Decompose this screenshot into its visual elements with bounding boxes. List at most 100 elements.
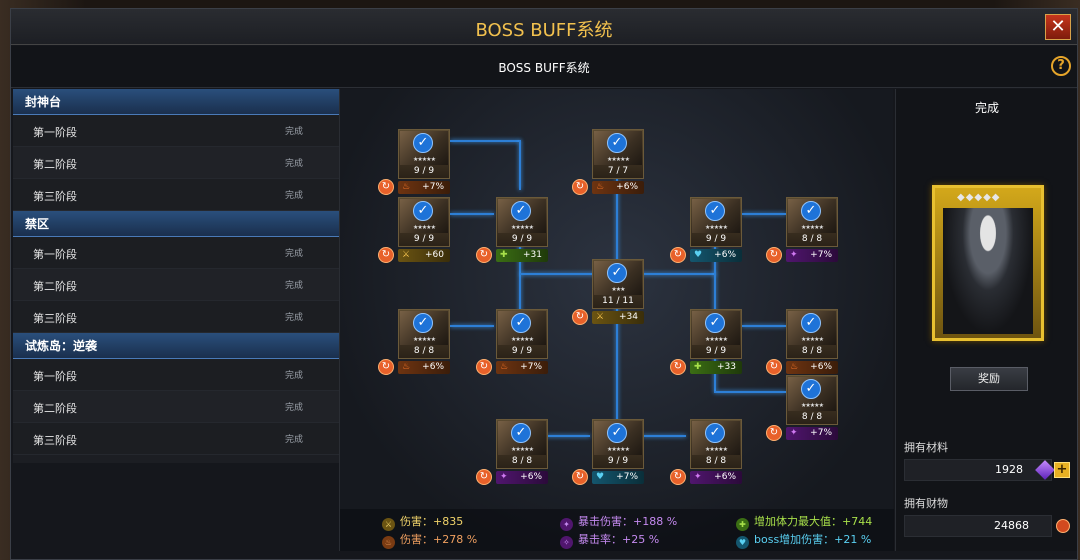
buff-bar: ♨+6% [786, 361, 838, 374]
checkmark-icon: ✓ [705, 201, 725, 221]
upgrade-icon[interactable]: ↻ [378, 247, 394, 263]
stage-item[interactable]: 第三阶段完成 [13, 179, 339, 211]
window-titlebar: BOSS BUFF系统 ✕ [11, 9, 1077, 45]
star-rating: ★★★★★ [413, 156, 436, 163]
stage-item[interactable]: 第一阶段完成 [13, 237, 339, 269]
buff-bar: ♨+7% [496, 361, 548, 374]
reward-panel: 完成 ◆◆◆◆◆ 奖励 拥有材料 1928 + 拥有财物 24868 [895, 89, 1077, 551]
window-title: BOSS BUFF系统 [475, 20, 613, 41]
buff-node[interactable]: ✓★★★★★8 / 8 [786, 197, 838, 247]
fire-icon: ♨ [500, 362, 509, 372]
buff-badge: ↻⚔+34 [572, 309, 644, 325]
boss-buff-window: BOSS BUFF系统 ✕ BOSS BUFF系统 ? 封神台 第一阶段完成 第… [10, 8, 1078, 560]
upgrade-icon[interactable]: ↻ [572, 179, 588, 195]
materials-value: 1928 [904, 459, 1052, 481]
blue-icon: ♥ [596, 472, 605, 482]
upgrade-icon[interactable]: ↻ [766, 425, 782, 441]
stage-item[interactable]: 第三阶段 完成 [13, 301, 339, 333]
buff-node[interactable]: ✓★★★★★9 / 9 [398, 129, 450, 179]
upgrade-icon[interactable]: ↻ [670, 359, 686, 375]
stage-item[interactable]: 第一阶段完成 [13, 115, 339, 147]
upgrade-icon[interactable]: ↻ [670, 247, 686, 263]
star-rating: ★★★★★ [607, 446, 630, 453]
buff-node[interactable]: ✓ ★★★★★ 8 / 8 [496, 419, 548, 469]
node-count: 8 / 8 [511, 456, 533, 466]
upgrade-icon[interactable]: ↻ [476, 469, 492, 485]
stage-status: 完成 [285, 313, 304, 323]
stage-label: 第三阶段 [33, 312, 77, 325]
checkmark-icon: ✓ [413, 313, 433, 333]
star-rating: ★★★★★ [607, 156, 630, 163]
checkmark-icon: ✓ [511, 423, 531, 443]
node-count: 8 / 8 [705, 456, 727, 466]
buff-node[interactable]: ✓★★★★★7 / 7 [592, 129, 644, 179]
stage-item[interactable]: 第二阶段完成 [13, 147, 339, 179]
buff-value: +7% [810, 428, 832, 438]
checkmark-icon: ✓ [413, 133, 433, 153]
fire-icon: ♨ [402, 182, 411, 192]
upgrade-icon[interactable]: ↻ [670, 469, 686, 485]
materials-label: 拥有材料 [904, 441, 948, 454]
upgrade-icon[interactable]: ↻ [476, 247, 492, 263]
upgrade-icon[interactable]: ↻ [378, 179, 394, 195]
buff-node[interactable]: ✓★★★★★9 / 9 [496, 309, 548, 359]
buff-value: +6% [810, 362, 832, 372]
category-header[interactable]: 禁区 [13, 211, 339, 237]
buff-node[interactable]: ✓★★★★★8 / 8 [690, 419, 742, 469]
stage-status: 完成 [285, 249, 304, 259]
buff-node[interactable]: ✓★★★11 / 11 [592, 259, 644, 309]
buff-node[interactable]: ✓★★★★★8 / 8 [786, 375, 838, 425]
upgrade-icon[interactable]: ↻ [378, 359, 394, 375]
buff-value: +6% [520, 472, 542, 482]
stage-status: 完成 [285, 371, 304, 381]
buff-tree: ✓★★★★★9 / 9↻♨+7%✓★★★★★7 / 7↻♨+6%✓★★★★★9 … [339, 89, 894, 551]
upgrade-icon[interactable]: ↻ [766, 247, 782, 263]
add-material-button[interactable]: + [1054, 462, 1070, 478]
buff-value: +7% [616, 472, 638, 482]
buff-badge: ↻♨+6% [572, 179, 644, 195]
star-rating: ★★★★★ [511, 224, 534, 231]
checkmark-icon: ✓ [607, 133, 627, 153]
buff-bar: ✦ +6% [496, 471, 548, 484]
upgrade-icon[interactable]: ↻ [766, 359, 782, 375]
upgrade-icon[interactable]: ↻ [476, 359, 492, 375]
category-header[interactable]: 封神台 [13, 89, 339, 115]
buff-node[interactable]: ✓★★★★★9 / 9 [592, 419, 644, 469]
buff-value: +6% [714, 250, 736, 260]
stage-label: 第二阶段 [33, 280, 77, 293]
reward-hero-card[interactable]: ◆◆◆◆◆ [932, 185, 1044, 341]
subheader: BOSS BUFF系统 ? [11, 46, 1077, 88]
buff-badge: ↻♥+6% [670, 247, 742, 263]
stage-item[interactable]: 第三阶段完成 [13, 423, 339, 455]
subheader-title: BOSS BUFF系统 [498, 61, 590, 75]
category-header[interactable]: 试炼岛：逆袭 [13, 333, 339, 359]
summary-text: 暴击率：+25 % [578, 533, 660, 546]
buff-node[interactable]: ✓★★★★★9 / 9 [690, 309, 742, 359]
checkmark-icon: ✓ [511, 201, 531, 221]
category-stages: 第一阶段完成 第二阶段完成 第三阶段完成 [13, 115, 339, 211]
stage-status: 完成 [285, 191, 304, 201]
help-icon[interactable]: ? [1051, 56, 1071, 76]
upgrade-icon[interactable]: ↻ [572, 309, 588, 325]
buff-node[interactable]: ✓★★★★★8 / 8 [398, 309, 450, 359]
stage-item[interactable]: 第二阶段完成 [13, 391, 339, 423]
purple-icon: ✦ [500, 472, 508, 482]
buff-node[interactable]: ✓★★★★★9 / 9 [398, 197, 450, 247]
star-rating: ★★★★★ [511, 446, 534, 453]
star-rating: ★★★★★ [413, 224, 436, 231]
buff-node[interactable]: ✓★★★★★9 / 9 [690, 197, 742, 247]
node-count: 9 / 9 [705, 346, 727, 356]
buff-node[interactable]: ✓★★★★★8 / 8 [786, 309, 838, 359]
stage-status: 完成 [285, 403, 304, 413]
buff-node[interactable]: ✓ ★★★★★ 9 / 9 [496, 197, 548, 247]
purple-icon: ✦ [790, 250, 798, 260]
star-rating: ★★★★★ [705, 224, 728, 231]
reward-button[interactable]: 奖励 [950, 367, 1028, 391]
node-count: 9 / 9 [511, 234, 533, 244]
stage-item[interactable]: 第二阶段完成 [13, 269, 339, 301]
stage-item[interactable]: 第一阶段完成 [13, 359, 339, 391]
link-line [450, 213, 494, 215]
close-button[interactable]: ✕ [1045, 14, 1071, 40]
buff-bar: ✦+7% [786, 249, 838, 262]
upgrade-icon[interactable]: ↻ [572, 469, 588, 485]
